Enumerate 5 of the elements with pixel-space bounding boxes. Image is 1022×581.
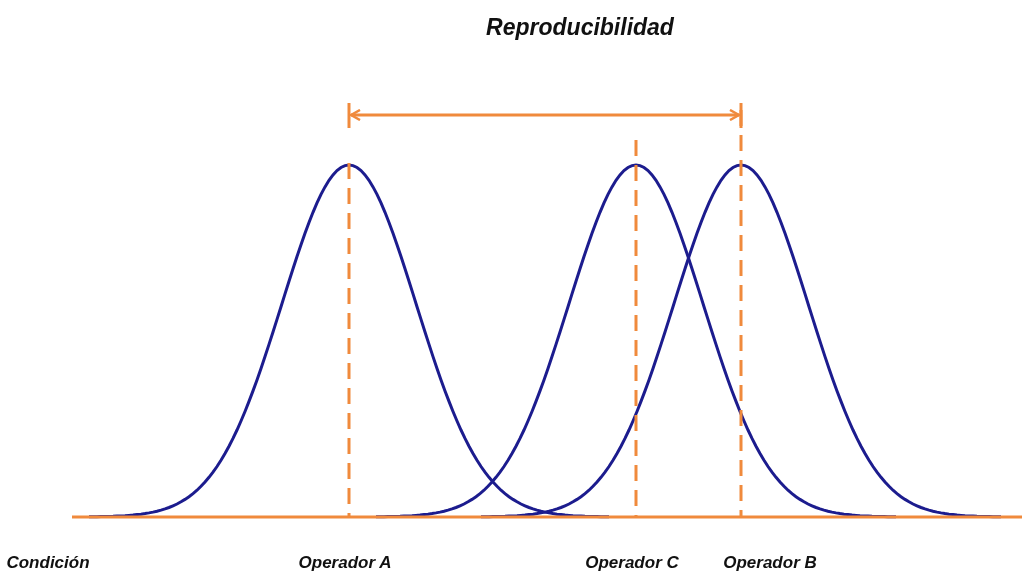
title: Reproducibilidad: [485, 14, 675, 41]
axis-label: Operador A: [298, 553, 392, 573]
axis-label: Operador C: [585, 553, 679, 573]
axis-label: Condición: [6, 553, 90, 573]
axis-label: Operador B: [723, 553, 817, 573]
